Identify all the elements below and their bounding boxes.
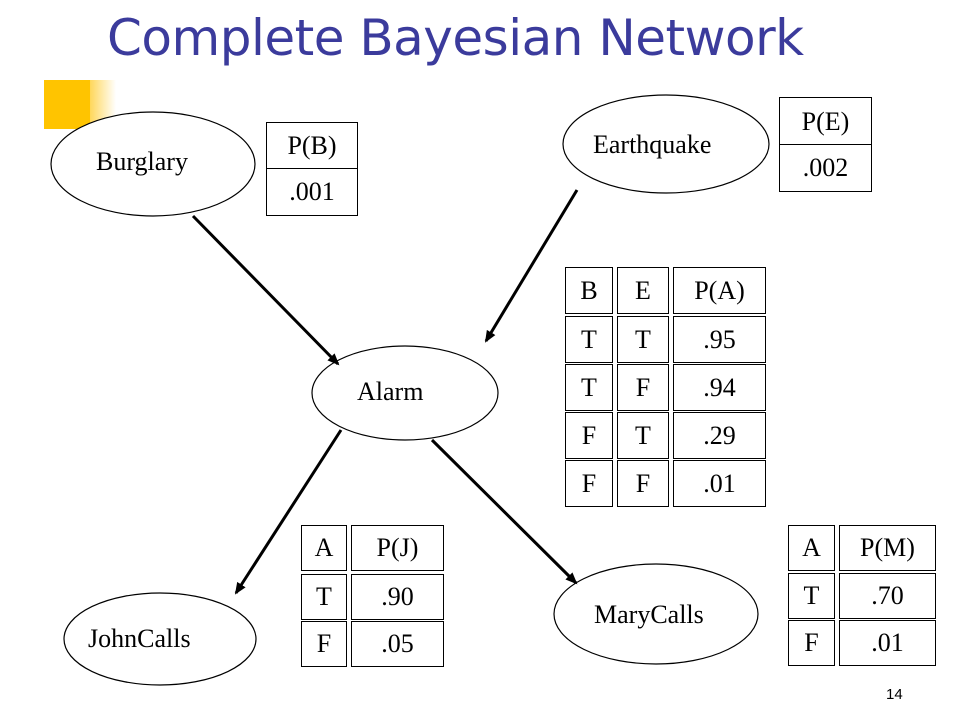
cpt-a-cell: F bbox=[617, 364, 669, 411]
cpt-e-header: P(E) bbox=[779, 97, 872, 146]
cpt-a-cell: .29 bbox=[673, 412, 766, 459]
cpt-a-cell: T bbox=[617, 316, 669, 363]
cpt-j-cell: .90 bbox=[351, 574, 444, 620]
cpt-m-cell: F bbox=[788, 620, 835, 666]
cpt-j-cell: T bbox=[301, 574, 347, 620]
earthquake-node bbox=[562, 94, 770, 194]
cpt-m-header-a: A bbox=[788, 525, 835, 571]
burglary-label: Burglary bbox=[96, 147, 188, 176]
cpt-m-cell: T bbox=[788, 573, 835, 619]
cpt-m-cell: .70 bbox=[839, 573, 936, 619]
cpt-a-header-b: B bbox=[565, 267, 613, 314]
cpt-j-header-pj: P(J) bbox=[351, 525, 444, 571]
slide-title: Complete Bayesian Network bbox=[107, 9, 804, 67]
johncalls-label: JohnCalls bbox=[88, 624, 191, 653]
johncalls-node bbox=[63, 592, 257, 686]
cpt-a-header-e: E bbox=[617, 267, 669, 314]
cpt-a-cell: F bbox=[617, 460, 669, 507]
cpt-a-cell: T bbox=[565, 316, 613, 363]
earthquake-label: Earthquake bbox=[593, 130, 712, 159]
edge-earthquake-alarm bbox=[484, 189, 579, 343]
edge-burglary-alarm bbox=[191, 214, 340, 366]
alarm-label: Alarm bbox=[357, 377, 424, 406]
marycalls-label: MaryCalls bbox=[594, 600, 704, 629]
cpt-e-value: .002 bbox=[779, 144, 872, 192]
slide-number: 14 bbox=[886, 686, 903, 703]
marycalls-node bbox=[553, 563, 759, 665]
cpt-a-header-pa: P(A) bbox=[673, 267, 766, 314]
cpt-b-value: .001 bbox=[266, 168, 358, 216]
cpt-b-header: P(B) bbox=[266, 122, 358, 170]
cpt-j-header-a: A bbox=[301, 525, 347, 571]
cpt-a-cell: .94 bbox=[673, 364, 766, 411]
cpt-a-cell: .95 bbox=[673, 316, 766, 363]
cpt-a-cell: T bbox=[565, 364, 613, 411]
edge-alarm-johncalls bbox=[234, 429, 343, 595]
cpt-a-cell: T bbox=[617, 412, 669, 459]
cpt-m-cell: .01 bbox=[839, 620, 936, 666]
cpt-j-cell: F bbox=[301, 621, 347, 667]
cpt-a-cell: .01 bbox=[673, 460, 766, 507]
burglary-node bbox=[50, 111, 256, 217]
cpt-a-cell: F bbox=[565, 412, 613, 459]
cpt-j-cell: .05 bbox=[351, 621, 444, 667]
cpt-a-cell: F bbox=[565, 460, 613, 507]
cpt-m-header-pm: P(M) bbox=[839, 525, 936, 571]
edge-alarm-marycalls bbox=[430, 438, 578, 585]
alarm-node bbox=[311, 345, 499, 441]
